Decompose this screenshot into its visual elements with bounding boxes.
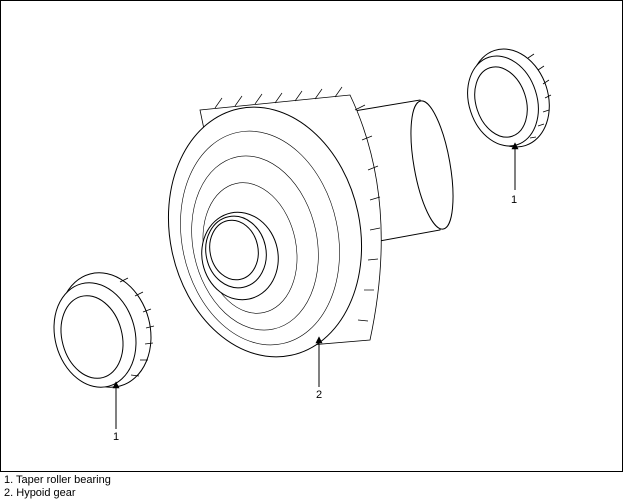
- hypoid-gear: [167, 86, 454, 358]
- callout-bearing-right: 1: [511, 194, 518, 206]
- taper-roller-bearing-right: [467, 48, 552, 148]
- callout-gear: 2: [316, 389, 323, 401]
- parts-legend: 1. Taper roller bearing 2. Hypoid gear: [4, 474, 111, 500]
- legend-item: 1. Taper roller bearing: [4, 474, 111, 487]
- taper-roller-bearing-left: [53, 272, 155, 388]
- legend-number: 1.: [4, 474, 14, 486]
- legend-label: Hypoid gear: [16, 487, 76, 499]
- legend-number: 2.: [4, 487, 14, 499]
- callout-bearing-left: 1: [113, 431, 120, 443]
- legend-item: 2. Hypoid gear: [4, 487, 111, 500]
- legend-label: Taper roller bearing: [16, 474, 111, 486]
